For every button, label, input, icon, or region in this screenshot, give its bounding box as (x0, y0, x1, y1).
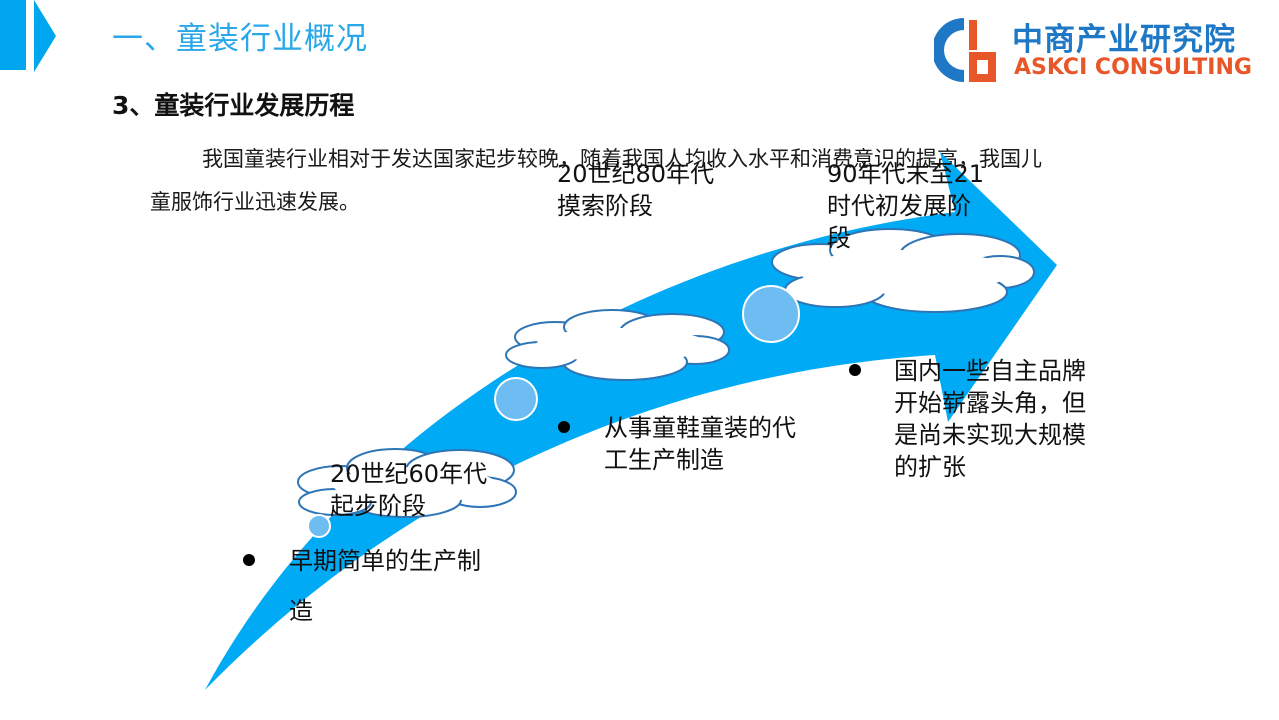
stage-2-title-line: 摸索阶段 (557, 192, 653, 220)
intro-text-line: 我国童装行业相对于发达国家起步较晚，随着我国人均收入水平和消费意识的提高，我国儿 (202, 147, 1042, 171)
stage-2-title: 20世纪80年代 摸索阶段 (557, 158, 714, 222)
header-chevron (34, 0, 56, 72)
stage-2-desc-line: 从事童鞋童装的代 (604, 414, 796, 442)
timeline-dot-3 (742, 285, 800, 343)
section-title: 一、童装行业概况 (112, 21, 368, 57)
stage-3-title: 90年代末至21 时代初发展阶 段 (827, 158, 984, 254)
stage-1-desc: 早期简单的生产制 造 (289, 545, 481, 627)
stage-1-title-line: 20世纪60年代 (330, 460, 488, 488)
stage-3-title-line: 时代初发展阶 (827, 192, 971, 220)
cloud-shape-2 (505, 309, 730, 381)
bullet-dot (243, 554, 255, 566)
stage-2-desc: 从事童鞋童装的代 工生产制造 (604, 412, 796, 476)
stage-3-title-line: 段 (827, 224, 851, 252)
stage-1-desc-line: 造 (289, 597, 313, 625)
header-accent-bar (0, 0, 26, 70)
stage-1-title-line: 起步阶段 (330, 492, 426, 520)
logo-english: ASKCI CONSULTING (1014, 55, 1252, 80)
logo-name: 中商产业研究院 (1012, 22, 1236, 58)
askci-logo (934, 18, 996, 82)
timeline-dot-2 (494, 377, 538, 421)
stage-3-desc-line: 国内一些自主品牌 (894, 357, 1086, 385)
stage-2-title-line: 20世纪80年代 (557, 160, 715, 188)
stage-3-title-line: 90年代末至21 (827, 160, 985, 188)
stage-2-desc-line: 工生产制造 (604, 446, 724, 474)
bullet-dot (849, 364, 861, 376)
stage-3-desc-line: 的扩张 (894, 453, 966, 481)
cloud-shape-1 (297, 448, 517, 518)
stage-3-desc: 国内一些自主品牌 开始崭露头角，但 是尚未实现大规模 的扩张 (894, 355, 1086, 483)
stage-1-title: 20世纪60年代 起步阶段 (330, 458, 487, 522)
logo-mark-icon (934, 18, 996, 82)
bullet-dot (558, 421, 570, 433)
intro-text-line: 童服饰行业迅速发展。 (150, 190, 360, 214)
stage-3-desc-line: 开始崭露头角，但 (894, 389, 1086, 417)
stage-1-desc-line: 早期简单的生产制 (289, 547, 481, 575)
stage-3-desc-line: 是尚未实现大规模 (894, 421, 1086, 449)
timeline-dot-1 (307, 514, 331, 538)
subsection-title: 3、童装行业发展历程 (112, 91, 355, 120)
